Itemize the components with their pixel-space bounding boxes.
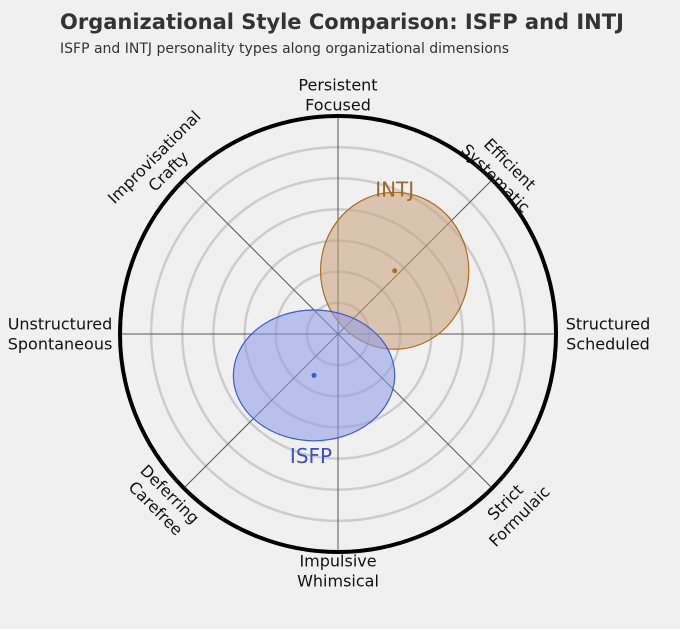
series-point-isfp [311, 372, 317, 378]
chart-subtitle: ISFP and INTJ personality types along or… [60, 41, 510, 57]
series-label-intj: INTJ [375, 177, 414, 201]
axis-label-line: Structured [566, 315, 651, 334]
outer-ring [118, 114, 558, 554]
axis-label-line: Focused [305, 96, 371, 115]
series-point-intj [392, 268, 398, 274]
axis-label-line: Persistent [298, 76, 377, 95]
axis-label-line: Whimsical [297, 572, 379, 591]
series-label-isfp: ISFP [290, 444, 332, 468]
axis-label-line: Spontaneous [8, 335, 113, 354]
axis-label-line: Unstructured [8, 315, 113, 334]
chart-title: Organizational Style Comparison: ISFP an… [60, 10, 624, 34]
series-labels: INTJ ISFP [290, 177, 414, 468]
axis-label-line: Impulsive [299, 552, 376, 571]
series-ellipses [232, 191, 470, 442]
axis-label-line: Scheduled [566, 335, 650, 354]
